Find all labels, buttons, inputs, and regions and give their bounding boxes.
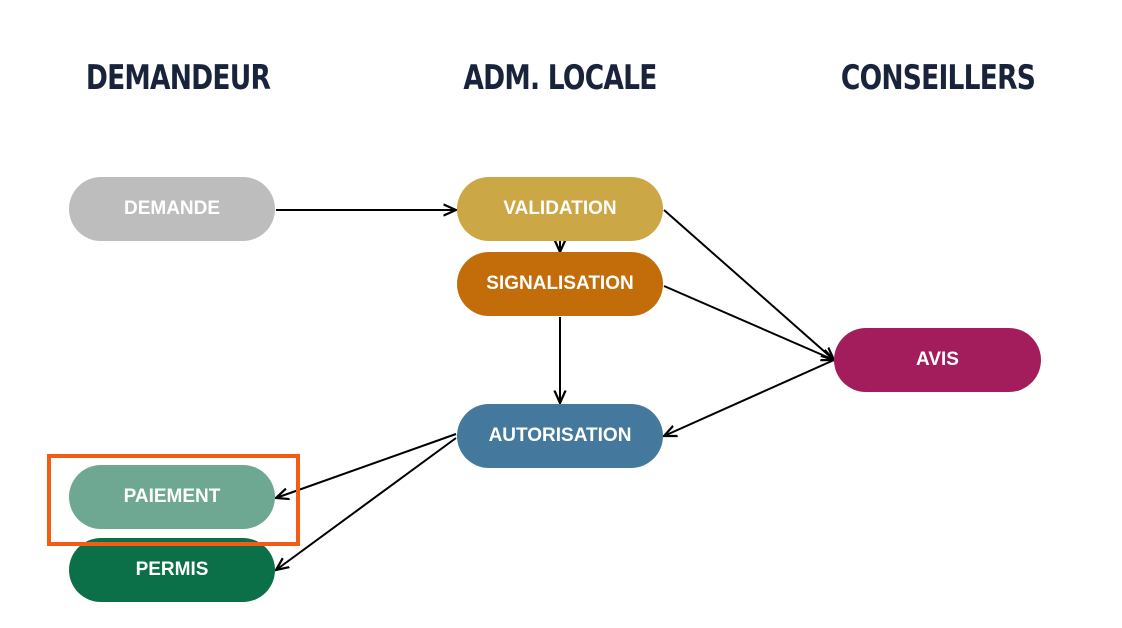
- edge-autorisation-permis: [276, 437, 457, 570]
- edge-autorisation-paiement: [276, 433, 457, 498]
- node-avis: AVIS: [834, 328, 1041, 392]
- node-validation: VALIDATION: [457, 177, 663, 241]
- edge-signalisation-avis: [663, 285, 834, 360]
- column-header-adm-locale: ADM. LOCALE: [463, 58, 657, 98]
- column-header-conseillers: CONSEILLERS: [840, 58, 1036, 98]
- edge-avis-autorisation: [664, 359, 835, 436]
- highlight-box: [47, 454, 300, 546]
- node-autorisation: AUTORISATION: [457, 404, 663, 468]
- node-paiement: PAIEMENT: [69, 465, 275, 529]
- column-header-demandeur: DEMANDEUR: [85, 58, 271, 98]
- node-signalisation: SIGNALISATION: [457, 252, 663, 316]
- node-demande: DEMANDE: [69, 177, 275, 241]
- node-permis: PERMIS: [69, 538, 275, 602]
- edge-validation-avis: [663, 209, 834, 360]
